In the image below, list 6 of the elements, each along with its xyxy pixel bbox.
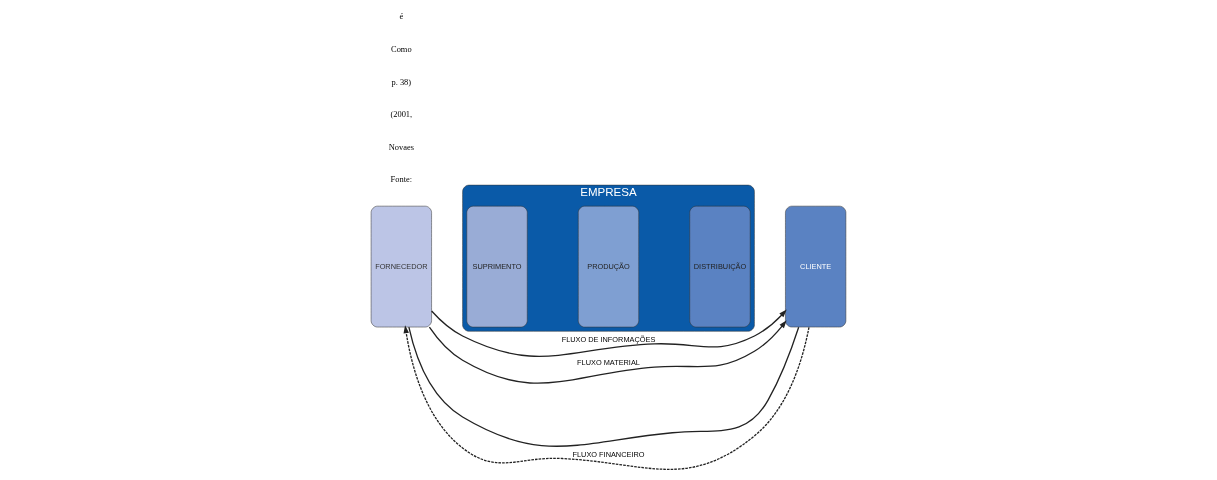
label: Fonte: (390, 175, 413, 185)
label: (2001, (390, 110, 413, 120)
label: p. 38) (391, 77, 412, 87)
label: Novaes (388, 142, 414, 152)
label: é (399, 12, 404, 22)
label: Como (391, 44, 412, 54)
